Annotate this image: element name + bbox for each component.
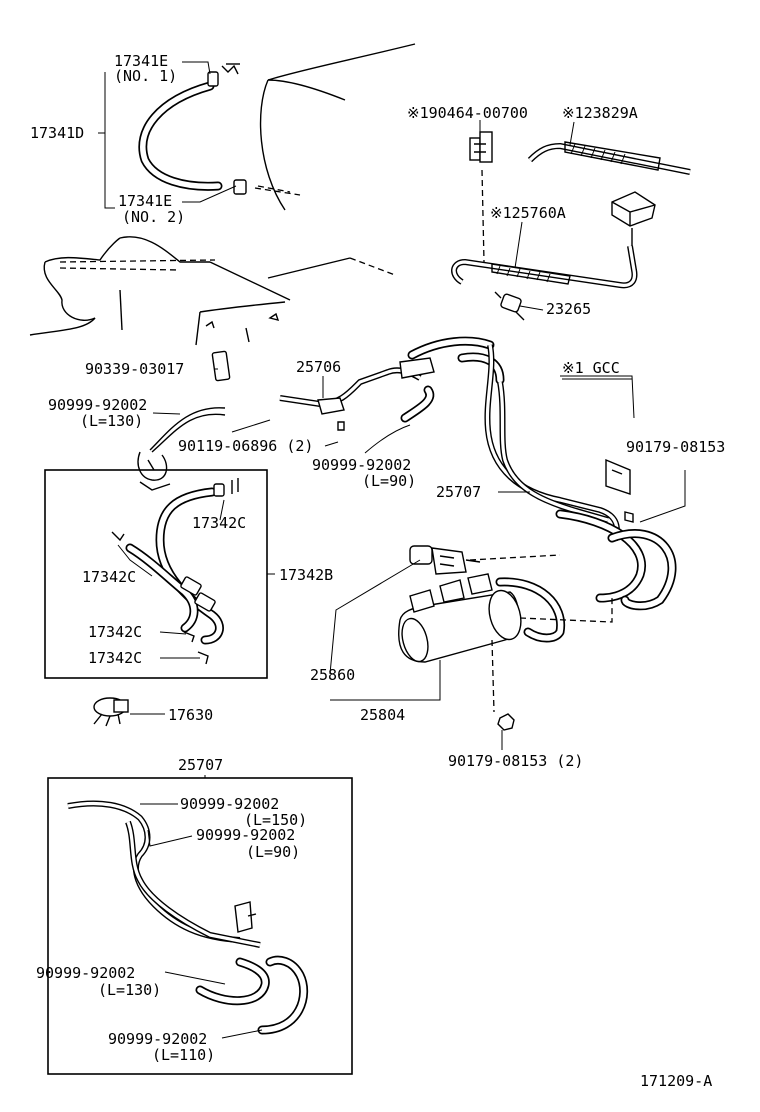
- assembly-box-17342B: [44, 469, 268, 679]
- box-pipe-25707: [67, 800, 261, 948]
- label-125760A: ※125760A: [490, 204, 566, 222]
- label-17342B: 17342B: [279, 566, 333, 584]
- hoses-25707-lower: [495, 509, 677, 643]
- leader-lines: [98, 61, 686, 1039]
- label-l130-top: (L=130): [80, 412, 143, 430]
- hose-17341D: [138, 81, 223, 191]
- clip-17341E-no1: [207, 63, 240, 87]
- label-l90-b: (L=90): [246, 843, 300, 861]
- nut-90179-bottom: [497, 713, 515, 731]
- clip-17341E-no2: [233, 179, 291, 195]
- sensor-17630: [93, 697, 129, 727]
- label-190464-00700: ※190464-00700: [407, 104, 528, 122]
- label-l130-b: (L=130): [98, 981, 161, 999]
- label-123829A: ※123829A: [562, 104, 638, 122]
- label-gcc: ※1 GCC: [562, 359, 620, 377]
- label-90999-b4: 90999-92002: [108, 1030, 207, 1048]
- label-25707-right: 25707: [436, 483, 481, 501]
- label-no1: (NO. 1): [114, 67, 177, 85]
- clip-190464-00700: [469, 131, 493, 163]
- label-17342C-d: 17342C: [88, 649, 142, 667]
- canister-25804: [398, 573, 522, 663]
- label-90999-b2: 90999-92002: [196, 826, 295, 844]
- label-23265: 23265: [546, 300, 591, 318]
- label-90179-bottom: 90179-08153 (2): [448, 752, 583, 770]
- transmission-outline: [29, 236, 396, 346]
- assembly-box-25707: [47, 777, 353, 1075]
- label-90179-right: 90179-08153: [626, 438, 725, 456]
- label-l150: (L=150): [244, 811, 307, 829]
- switch-23265: [494, 291, 525, 321]
- pipe-123829A: [527, 141, 691, 175]
- label-90999-top: 90999-92002: [48, 396, 147, 414]
- label-l90-mid: (L=90): [362, 472, 416, 490]
- pipe-25707: [484, 344, 634, 541]
- engine-outline: [254, 43, 416, 211]
- label-90999-b1: 90999-92002: [180, 795, 279, 813]
- label-90339-03017: 90339-03017: [85, 360, 184, 378]
- label-17341D: 17341D: [30, 124, 84, 142]
- label-25804: 25804: [360, 706, 405, 724]
- label-90999-b3: 90999-92002: [36, 964, 135, 982]
- connector-17342B-top: [137, 451, 171, 491]
- label-l110: (L=110): [152, 1046, 215, 1064]
- label-17341E-no1: 17341E: [114, 52, 168, 70]
- pipe-125760A: [451, 245, 638, 289]
- clip-17342C: [111, 478, 239, 665]
- connector-25860: [409, 545, 481, 575]
- label-17630: 17630: [168, 706, 213, 724]
- label-17342C-c: 17342C: [88, 623, 142, 641]
- label-no2: (NO. 2): [122, 208, 185, 226]
- hose-line-90999-top: [151, 413, 226, 453]
- hose-17342B: [125, 487, 224, 645]
- label-90999-mid: 90999-92002: [312, 456, 411, 474]
- pipe-25706: [279, 367, 422, 431]
- vsv-valve: [611, 191, 656, 246]
- box-hoses-25707: [195, 955, 309, 1035]
- label-25860: 25860: [310, 666, 355, 684]
- label-17341E-no2: 17341E: [118, 192, 172, 210]
- label-25706: 25706: [296, 358, 341, 376]
- figure-id: 171209-A: [640, 1072, 712, 1090]
- label-90119-06896: 90119-06896 (2): [178, 437, 313, 455]
- pin-90339: [211, 350, 231, 382]
- part-labels: 17341E (NO. 1) 17341D 17341E (NO. 2) ※19…: [30, 52, 725, 1090]
- label-25707-box: 25707: [178, 756, 223, 774]
- label-17342C-a: 17342C: [192, 514, 246, 532]
- label-17342C-b: 17342C: [82, 568, 136, 586]
